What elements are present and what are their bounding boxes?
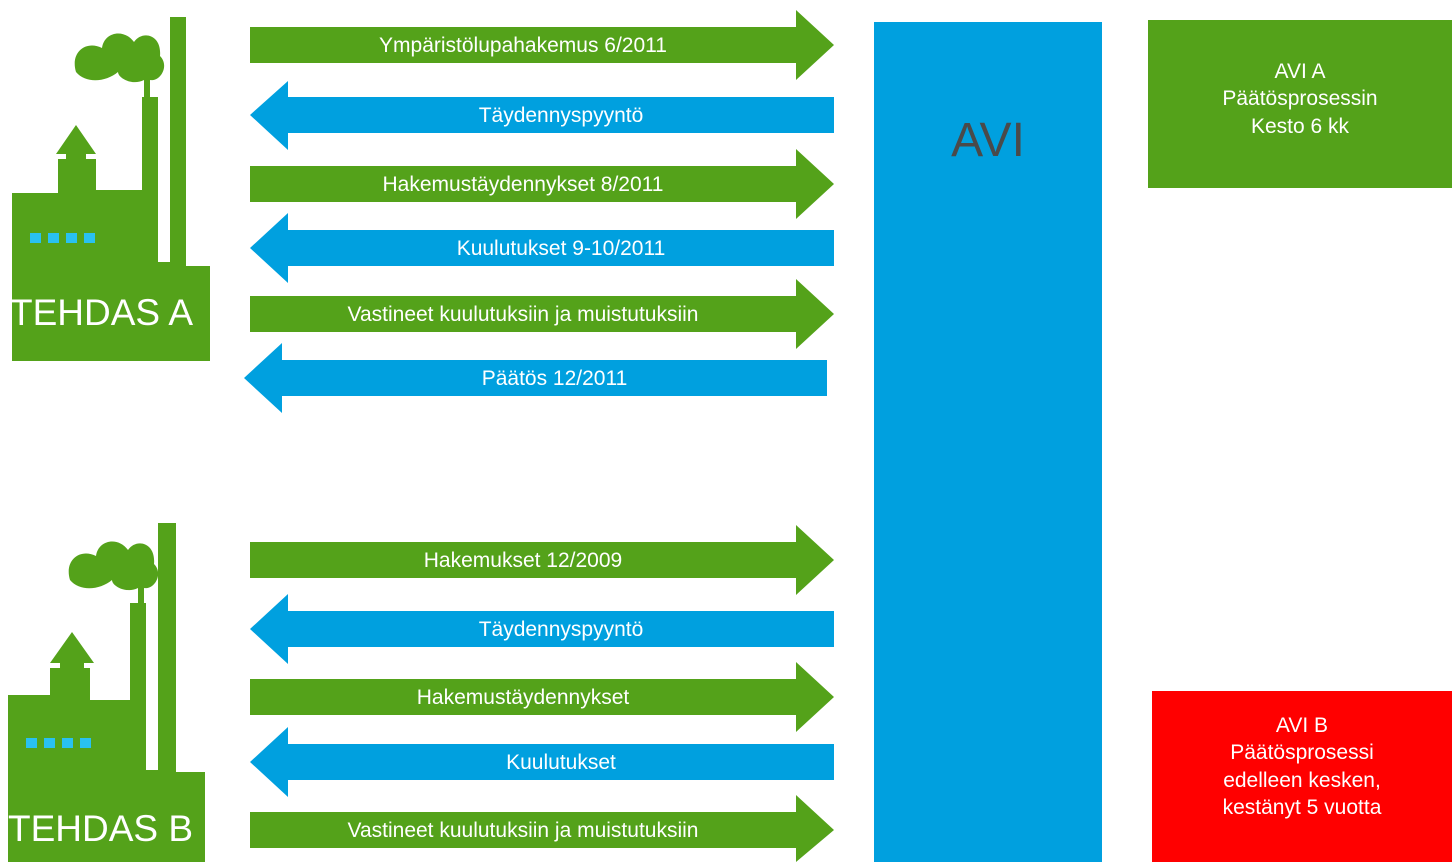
arrow-a-6 [244, 343, 827, 413]
avi-a-line-1: AVI A [1274, 60, 1326, 83]
arrow-a-1 [250, 10, 834, 80]
arrow-a-4-label: Kuulutukset 9-10/2011 [456, 237, 666, 260]
arrow-a-3-label: Hakemustäydennykset 8/2011 [382, 173, 664, 196]
avi-b-line-3: edelleen kesken, [1223, 768, 1381, 792]
arrow-b-1-label: Hakemukset 12/2009 [423, 549, 623, 572]
arrow-b-2 [250, 594, 834, 664]
arrow-a-5-label: Vastineet kuulutuksiin ja muistutuksiin [347, 303, 699, 326]
avi-b-status-box: AVI B Päätösprosessi edelleen kesken, ke… [1152, 691, 1452, 862]
arrow-b-4-label: Kuulutukset [506, 751, 616, 774]
arrow-b-3 [250, 662, 834, 732]
avi-column [874, 22, 1102, 862]
arrow-a-2-label: Täydennyspyyntö [478, 104, 644, 127]
arrow-a-4 [250, 213, 834, 283]
arrow-b-1 [250, 525, 834, 595]
avi-title: AVI [951, 114, 1025, 167]
factory-a-label: TEHDAS A [10, 292, 193, 333]
arrow-b-4 [250, 727, 834, 797]
avi-b-line-1: AVI B [1275, 714, 1329, 737]
arrow-a-1-label: Ympäristölupahakemus 6/2011 [379, 34, 667, 57]
arrow-a-2 [250, 81, 834, 150]
avi-a-line-3: Kesto 6 kk [1250, 114, 1350, 138]
avi-b-line-4: kestänyt 5 vuotta [1222, 795, 1382, 819]
avi-a-line-2: Päätösprosessin [1222, 87, 1378, 111]
arrow-b-5-label: Vastineet kuulutuksiin ja muistutuksiin [347, 819, 699, 842]
arrow-b-5 [250, 795, 834, 862]
arrow-a-3 [250, 149, 834, 219]
arrow-a-5 [250, 279, 834, 349]
arrow-a-6-label: Päätös 12/2011 [481, 367, 628, 390]
factory-b-label: TEHDAS B [8, 808, 194, 849]
avi-b-line-2: Päätösprosessi [1230, 741, 1374, 765]
avi-a-status-box: AVI A Päätösprosessin Kesto 6 kk [1148, 20, 1452, 188]
arrow-b-3-label: Hakemustäydennykset [416, 686, 630, 709]
arrow-b-2-label: Täydennyspyyntö [478, 618, 644, 641]
